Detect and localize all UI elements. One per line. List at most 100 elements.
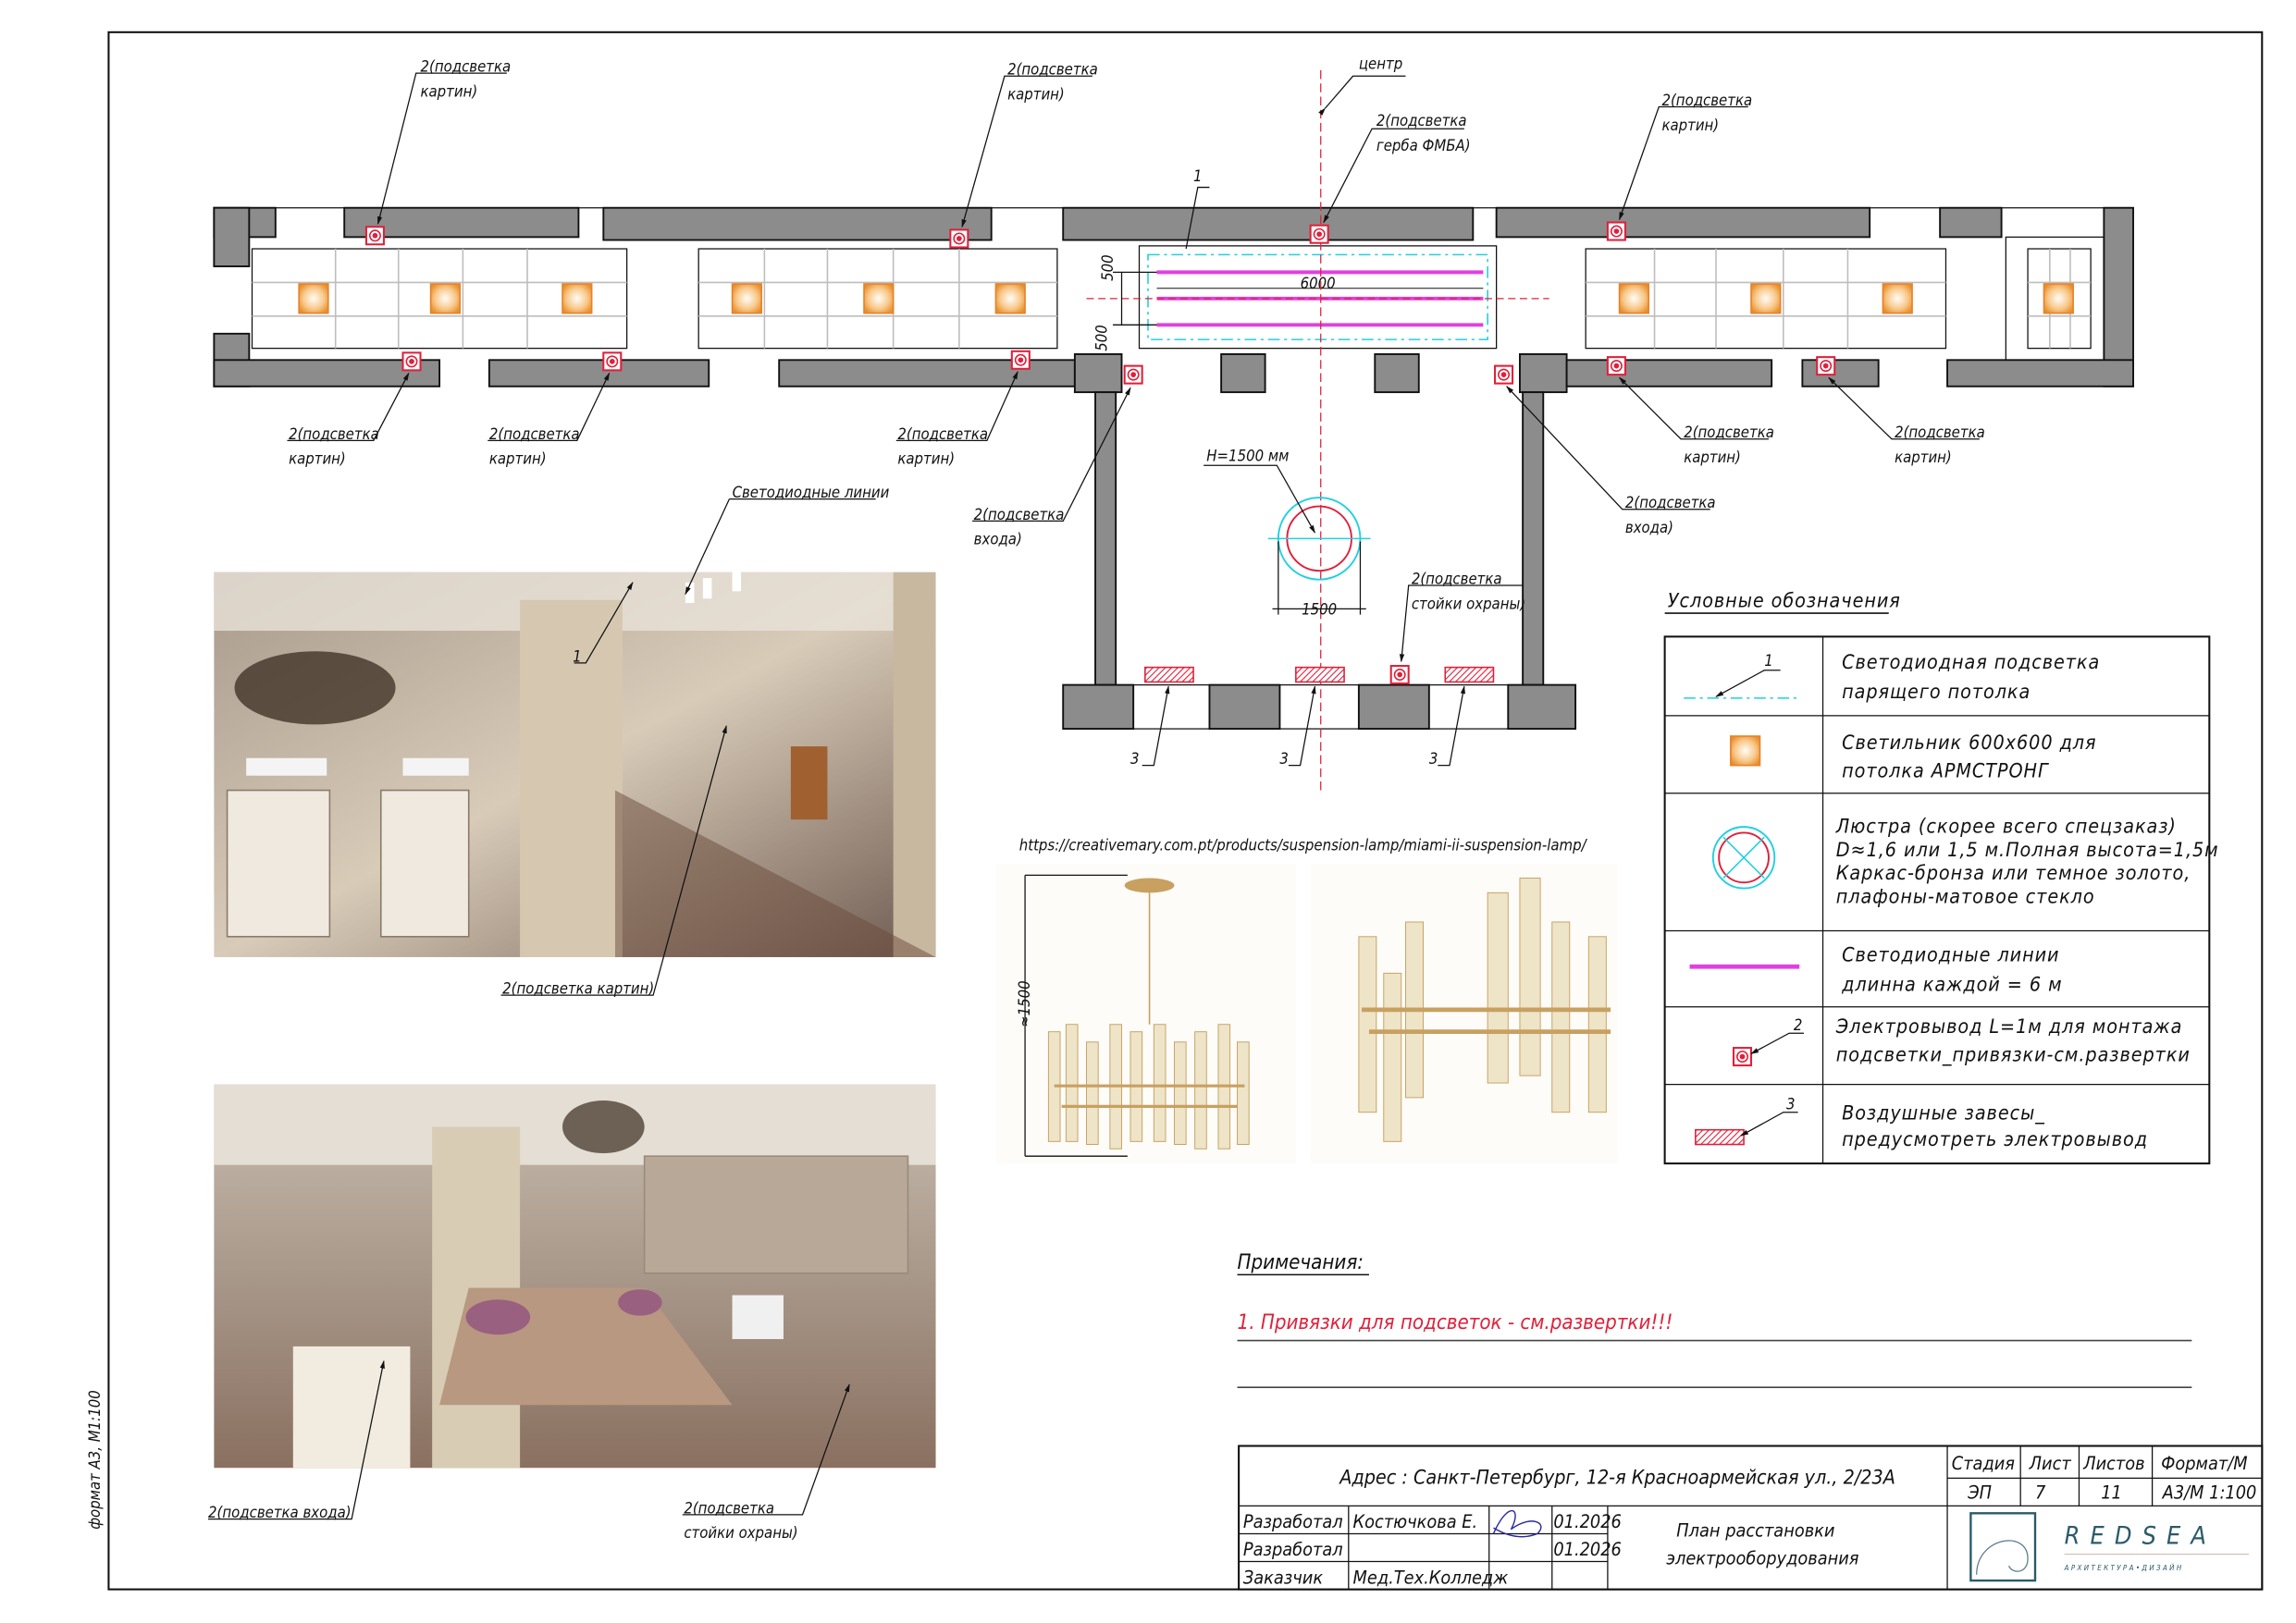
outlet-marker-icon xyxy=(1732,1047,1753,1067)
armstrong-lamp-icon xyxy=(1750,283,1782,314)
svg-text:Костючкова Е.: Костючкова Е. xyxy=(1353,1511,1478,1532)
outlet-marker-icon xyxy=(1123,364,1143,385)
svg-text:2(подсветка: 2(подсветка xyxy=(974,506,1065,523)
outlet-marker-icon xyxy=(1010,350,1031,370)
svg-text:Стадия: Стадия xyxy=(1952,1453,2016,1474)
svg-text:REDSEA: REDSEA xyxy=(2065,1522,2216,1551)
svg-text:1: 1 xyxy=(573,647,582,665)
svg-text:потолка АРМСТРОНГ: потолка АРМСТРОНГ xyxy=(1842,759,2049,782)
svg-text:1: 1 xyxy=(1764,652,1773,670)
format-label: формат А3, М1:100 xyxy=(86,1390,104,1529)
svg-text:3: 3 xyxy=(1279,750,1289,768)
svg-text:2(подсветка: 2(подсветка xyxy=(1625,494,1716,511)
svg-text:картин): картин) xyxy=(1007,86,1065,104)
air-curtain-icon xyxy=(1144,666,1194,683)
svg-text:стойки охраны): стойки охраны) xyxy=(684,1524,797,1542)
svg-text:герба ФМБА): герба ФМБА) xyxy=(1376,137,1471,154)
air-curtains: 3 3 3 xyxy=(1130,666,1495,768)
svg-text:А3/М 1:100: А3/М 1:100 xyxy=(2162,1482,2257,1503)
svg-text:3: 3 xyxy=(1429,750,1438,768)
plan-callouts: 2(подсветка картин) 2(подсветка картин) … xyxy=(287,58,1985,663)
outlet-marker-icon xyxy=(1309,224,1329,244)
outlet-marker-icon xyxy=(949,228,969,249)
armstrong-lamp-icon xyxy=(1730,735,1761,767)
chandelier-photo-2 xyxy=(1310,863,1618,1164)
svg-text:2(подсветка: 2(подсветка xyxy=(1895,424,1985,441)
svg-text:500: 500 xyxy=(1099,254,1117,281)
svg-text:Формат/М: Формат/М xyxy=(2161,1453,2247,1474)
svg-text:2: 2 xyxy=(1794,1016,1803,1034)
floating-ceiling: 6000 500 500 1 xyxy=(1086,167,1549,351)
svg-text:Светодиодная подсветка: Светодиодная подсветка xyxy=(1842,651,2100,674)
ceiling-grid-small xyxy=(2027,248,2092,350)
armstrong-lamp-icon xyxy=(298,283,329,314)
svg-text:2(подсветка: 2(подсветка xyxy=(1376,112,1467,129)
legend-title: Условные обозначения xyxy=(1668,590,1901,613)
chandelier-icon xyxy=(1711,826,1776,890)
svg-text:Светильник 600х600 для: Светильник 600х600 для xyxy=(1842,732,2096,755)
svg-text:картин): картин) xyxy=(420,82,477,100)
svg-text:2(подсветка картин): 2(подсветка картин) xyxy=(502,980,654,998)
outlet-marker-icon xyxy=(1606,356,1626,376)
outlet-marker-icon xyxy=(401,351,422,372)
svg-text:3: 3 xyxy=(1786,1096,1796,1113)
svg-text:Разработал: Разработал xyxy=(1243,1511,1343,1532)
note-item: 1. Привязки для подсветок - см.развертки… xyxy=(1238,1310,1673,1334)
svg-text:электрооборудования: электрооборудования xyxy=(1666,1548,1859,1569)
svg-text:500: 500 xyxy=(1093,325,1111,351)
outlet-marker-icon xyxy=(1606,221,1626,241)
svg-text:Листов: Листов xyxy=(2082,1453,2144,1474)
outlet-marker-icon xyxy=(1389,665,1410,685)
armstrong-lamp-icon xyxy=(863,283,895,314)
svg-text:Воздушные завесы_: Воздушные завесы_ xyxy=(1842,1102,2045,1125)
svg-text:картин): картин) xyxy=(289,450,346,468)
chandelier-photo-1: ≈1500 xyxy=(995,863,1296,1164)
armstrong-lamp-icon xyxy=(429,283,462,314)
svg-text:2(подсветка: 2(подсветка xyxy=(684,1499,774,1517)
svg-text:входа): входа) xyxy=(1625,519,1673,536)
armstrong-lamp-icon xyxy=(731,283,763,314)
svg-text:предусмотреть электровывод: предусмотреть электровывод xyxy=(1842,1128,2148,1151)
svg-text:1: 1 xyxy=(1193,167,1203,185)
air-curtain-icon xyxy=(1695,1128,1745,1146)
svg-text:Светодиодные линии: Светодиодные линии xyxy=(733,484,890,501)
svg-text:11: 11 xyxy=(2101,1482,2122,1503)
svg-text:2(подсветка: 2(подсветка xyxy=(1684,424,1774,441)
svg-text:стойки охраны): стойки охраны) xyxy=(1412,595,1525,612)
svg-text:Электровывод L=1м для монтажа: Электровывод L=1м для монтажа xyxy=(1835,1015,2183,1039)
svg-text:Лист: Лист xyxy=(2029,1453,2072,1474)
notes-title: Примечания: xyxy=(1238,1250,1364,1274)
outlet-marker-icon xyxy=(1816,356,1836,376)
svg-text:картин): картин) xyxy=(897,450,955,468)
svg-text:2(подсветка: 2(подсветка xyxy=(1412,570,1502,587)
notes: Примечания: 1. Привязки для подсветок - … xyxy=(1237,1250,2192,1389)
armstrong-lamp-icon xyxy=(562,283,593,314)
render-lobby-1 xyxy=(214,571,936,957)
redsea-logo: REDSEA АРХИТЕКТУРА•ДИЗАЙН xyxy=(1969,1512,2250,1582)
svg-text:подсветки_привязки-см.развертк: подсветки_привязки-см.развертки xyxy=(1836,1043,2191,1066)
svg-text:картин): картин) xyxy=(1895,449,1952,466)
address: Адрес : Санкт-Петербург, 12-я Красноарме… xyxy=(1338,1467,1895,1490)
svg-text:картин): картин) xyxy=(489,450,547,468)
sheet-frame xyxy=(107,31,2264,1591)
armstrong-lamp-icon xyxy=(1882,283,1913,314)
svg-text:плафоны-матовое стекло: плафоны-матовое стекло xyxy=(1836,885,2095,908)
svg-text:Люстра (скорее всего спецзаказ: Люстра (скорее всего спецзаказ) xyxy=(1835,815,2177,838)
floor-plan: 6000 500 500 1 центр 1500 H=1500 мм xyxy=(213,55,2134,791)
svg-text:01.2026: 01.2026 xyxy=(1553,1539,1622,1560)
armstrong-lamp-icon xyxy=(2043,283,2074,314)
led-line-icon xyxy=(1689,964,1800,969)
svg-text:7: 7 xyxy=(2035,1482,2046,1503)
chandelier-symbol: 1500 H=1500 мм xyxy=(1204,447,1371,619)
title-block: Адрес : Санкт-Петербург, 12-я Красноарме… xyxy=(1238,1445,2264,1591)
svg-text:3: 3 xyxy=(1130,750,1140,768)
outlet-marker-icon xyxy=(1494,364,1514,385)
svg-text:D≈1,6 или 1,5 м.Полная высота=: D≈1,6 или 1,5 м.Полная высота=1,5м xyxy=(1836,839,2219,862)
svg-text:входа): входа) xyxy=(974,531,1022,548)
dim-6000: 6000 xyxy=(1301,275,1336,292)
ceiling-grid-right xyxy=(1585,248,1947,350)
render-lobby-2 xyxy=(214,1084,936,1469)
reference-url[interactable]: https://creativemary.com.pt/products/sus… xyxy=(1019,836,1588,854)
svg-text:Светодиодные линии: Светодиодные линии xyxy=(1842,944,2059,967)
